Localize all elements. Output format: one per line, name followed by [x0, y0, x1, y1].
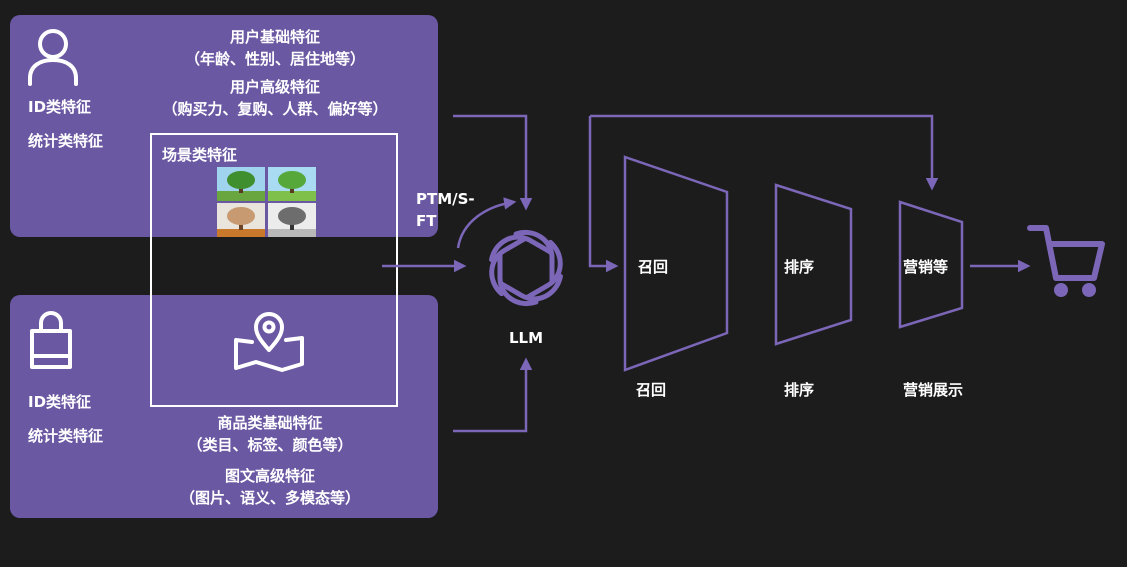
training-curve-arrow [456, 197, 517, 249]
tree-autumn-image [217, 203, 265, 237]
scene-features-title: 场景类特征 [162, 146, 238, 164]
item-stat-features: 统计类特征 [28, 427, 104, 445]
tree-winter-image [268, 203, 316, 237]
user-advanced-title: 用户高级特征 [229, 78, 321, 96]
user-to-llm-arrow [453, 114, 533, 211]
training-label-line2: FT [416, 212, 437, 230]
shopping-cart-icon [1027, 225, 1105, 297]
item-to-llm-arrow [453, 357, 533, 433]
ranking-inner-label: 排序 [784, 258, 815, 276]
llm-label: LLM [508, 329, 544, 347]
connector-lines [382, 114, 1031, 433]
openai-logo-icon [489, 230, 563, 306]
map-pin-icon [234, 312, 304, 372]
scene-features-box [150, 133, 398, 407]
item-id-features: ID类特征 [28, 393, 92, 411]
tree-spring-image [268, 167, 316, 201]
ranking-outer-label: 排序 [784, 381, 815, 399]
user-stat-features: 统计类特征 [28, 132, 104, 150]
user-icon [28, 29, 78, 86]
llm-to-recall-arrow [588, 116, 619, 273]
user-advanced-detail: （购买力、复购、人群、偏好等） [162, 100, 388, 118]
top-bypass-arrow [590, 114, 939, 191]
tree-summer-image [217, 167, 265, 201]
user-basic-title: 用户基础特征 [229, 28, 321, 46]
user-basic-detail: （年龄、性别、居住地等） [184, 50, 366, 68]
item-basic-detail: （类目、标签、颜色等） [187, 436, 353, 454]
item-basic-title: 商品类基础特征 [217, 414, 323, 432]
recall-funnel [623, 155, 729, 372]
marketing-outer-label: 营销展示 [903, 381, 964, 399]
item-advanced-title: 图文高级特征 [224, 467, 316, 485]
ranking-funnel [774, 183, 853, 346]
item-advanced-detail: （图片、语义、多模态等） [179, 489, 361, 507]
stage-trapezoids [623, 155, 964, 372]
training-label-line1: PTM/S- [416, 190, 475, 208]
recall-inner-label: 召回 [638, 258, 669, 276]
recall-outer-label: 召回 [636, 381, 667, 399]
user-id-features: ID类特征 [28, 98, 92, 116]
shopping-bag-icon [30, 311, 72, 369]
marketing-funnel [898, 200, 964, 329]
marketing-inner-label: 营销等 [903, 258, 949, 276]
